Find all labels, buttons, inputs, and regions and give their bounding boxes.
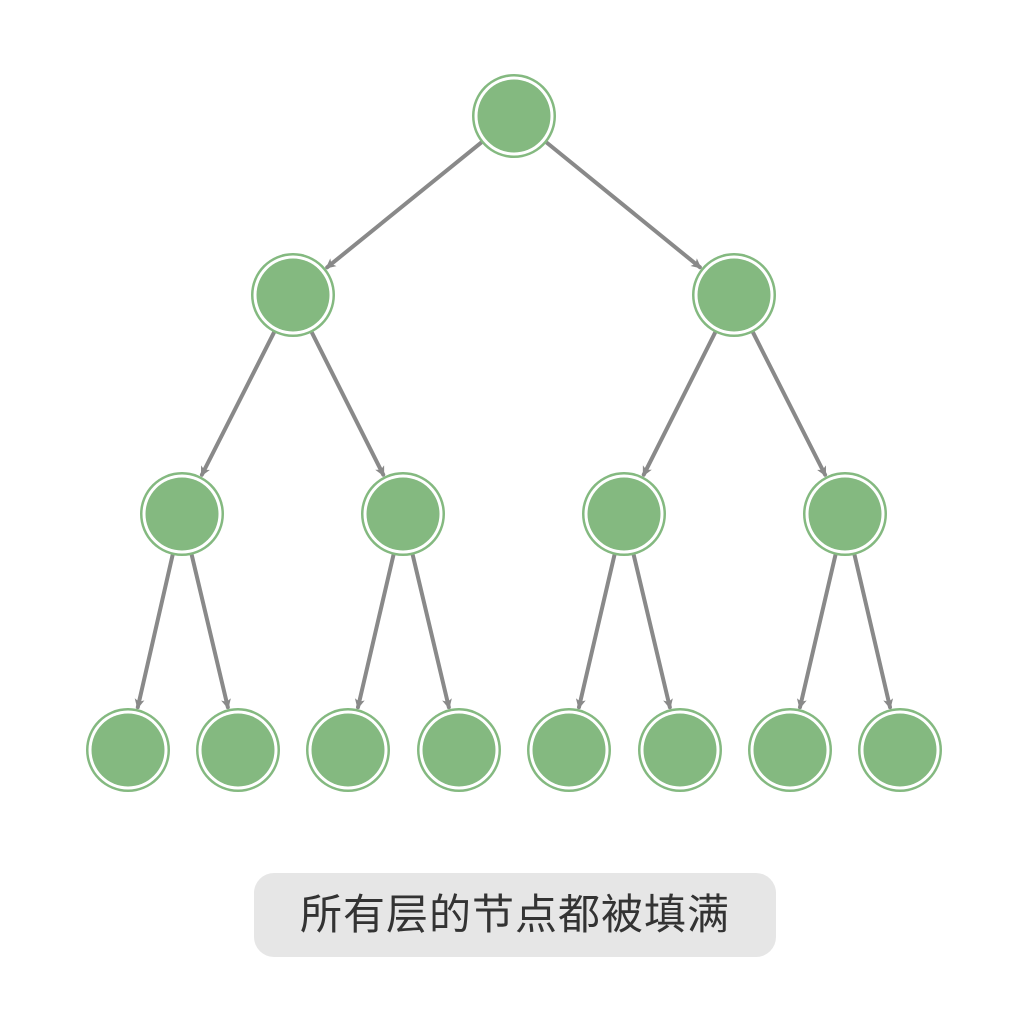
tree-edges [134,140,894,710]
tree-node-l0-n0 [472,74,556,158]
tree-edge-l2-n0-left [134,552,175,710]
tree-node-l2-n0 [140,472,224,556]
tree-node-l2-n3 [803,472,887,556]
tree-edge-l1-n1-left [641,330,718,477]
tree-node-l1-n1 [692,253,776,337]
tree-edge-l2-n3-right [852,552,894,710]
tree-node-l3-n5 [638,708,722,792]
tree-node-l1-n0 [251,253,335,337]
tree-edge-l2-n1-right [410,552,452,710]
tree-node-l3-n3 [417,708,501,792]
tree-edge-l0-n0-right [544,140,702,270]
tree-edge-l1-n0-left [199,330,277,477]
tree-edge-l2-n2-left [575,552,617,710]
tree-node-l3-n0 [86,708,170,792]
tree-node-l3-n7 [858,708,942,792]
tree-edge-l2-n0-right [189,552,231,710]
tree-edge-l1-n1-right [750,330,828,477]
tree-edge-l2-n2-right [631,552,673,710]
tree-node-l3-n2 [306,708,390,792]
tree-node-l2-n1 [361,472,445,556]
tree-node-l2-n2 [582,472,666,556]
tree-edge-l2-n3-left [796,552,838,710]
tree-node-l3-n4 [527,708,611,792]
tree-nodes [86,74,942,792]
tree-edge-l1-n0-right [309,330,386,477]
tree-node-l3-n1 [196,708,280,792]
tree-node-l3-n6 [748,708,832,792]
tree-edge-l0-n0-left [325,140,484,270]
caption-label: 所有层的节点都被填满 [254,873,776,957]
tree-edge-l2-n1-left [354,552,396,710]
